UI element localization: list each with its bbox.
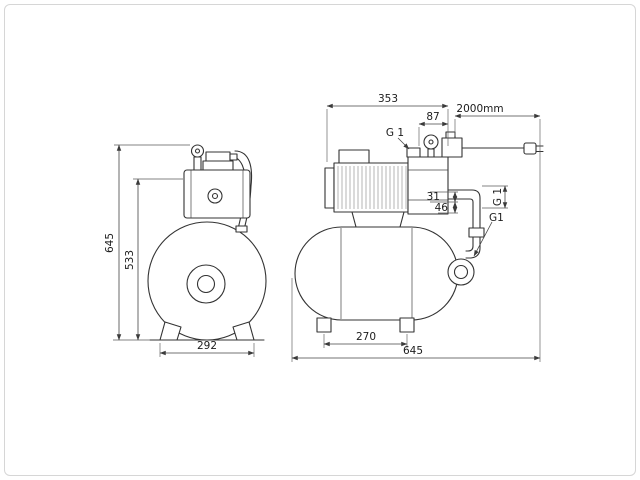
motor-body [333, 162, 409, 213]
side-dim-overall-length: 645 [291, 278, 541, 362]
pump-head [407, 156, 449, 215]
drain-plug [207, 188, 223, 204]
side-label-discharge-thread: G 1 [482, 185, 508, 209]
dim-label-side-645: 645 [403, 345, 423, 357]
dim-label-front-645: 645 [104, 233, 116, 253]
front-dim-base-width: 292 [159, 340, 255, 357]
side-pipe [447, 189, 485, 286]
side-dim-pump-length: 353 [326, 93, 449, 162]
dim-label-front-533: 533 [124, 250, 136, 270]
tank-foot [399, 317, 415, 333]
front-dim-port-height: 533 [124, 178, 183, 341]
side-dim-cable-length: 2000mm [454, 103, 541, 362]
dim-label-353: 353 [378, 93, 398, 105]
terminal-box [338, 149, 370, 164]
dim-label-2000mm: 2000mm [456, 103, 503, 115]
side-dim-feet-spacing: 270 [323, 331, 408, 348]
front-dim-overall-height: 645 [104, 144, 190, 341]
dim-label-31: 31 [427, 191, 440, 203]
dim-label-87: 87 [426, 111, 439, 123]
front-pump [183, 144, 253, 233]
side-label-inlet-thread: G 1 [386, 127, 410, 150]
pressure-switch [441, 137, 463, 158]
dim-label-front-292: 292 [197, 340, 217, 352]
dim-label-46: 46 [435, 202, 449, 214]
motor-fins [337, 166, 407, 209]
fan-cover [324, 167, 335, 209]
label-g1-inlet: G 1 [386, 127, 404, 139]
side-pump [324, 131, 544, 228]
tank-foot [316, 317, 332, 333]
pipe-union-nut [468, 227, 485, 238]
label-g1-discharge: G 1 [492, 188, 504, 206]
mains-plug [523, 142, 544, 155]
side-label-tank-port-thread: G1 [473, 212, 504, 257]
tank-flange [447, 258, 475, 286]
front-feet [149, 321, 265, 341]
front-view: 645 533 292 [104, 144, 267, 357]
side-dim-offsets: 31 46 [427, 191, 458, 214]
side-dim-gauge-offset: 87 [418, 111, 449, 146]
pressure-gauge-side [423, 134, 439, 150]
label-g1-tank-port: G1 [489, 212, 504, 224]
hose-union [235, 225, 248, 233]
inlet-port [406, 147, 421, 158]
side-view: 353 87 2000mm G 1 [291, 93, 544, 362]
tee-fitting [205, 151, 231, 162]
pressure-gauge-front [190, 144, 205, 158]
side-tank [294, 226, 459, 333]
dim-label-270: 270 [356, 331, 376, 343]
